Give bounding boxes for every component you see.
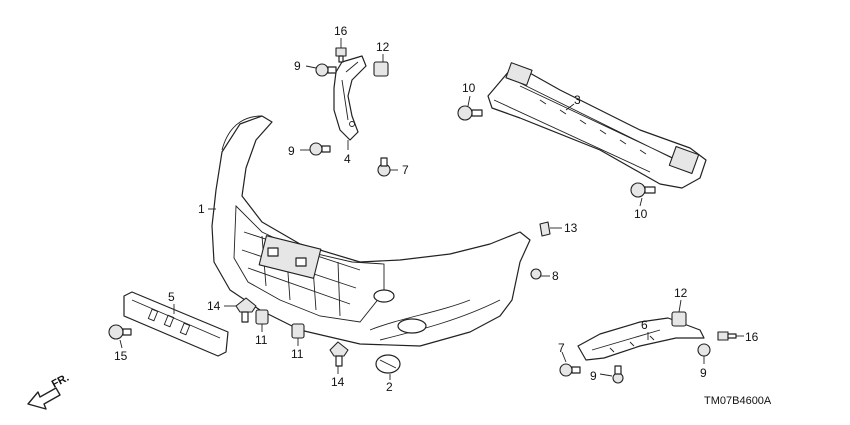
- front-bumper-face: [211, 115, 531, 347]
- callout-14: 14: [331, 375, 345, 389]
- callout-7: 9: [590, 369, 597, 383]
- clip-12-bottom: [671, 311, 687, 327]
- bolt-9-top: [315, 63, 337, 77]
- clip-13: [539, 221, 551, 237]
- clip-12-top: [373, 61, 389, 77]
- diagram-code: TM07B4600A: [704, 395, 772, 407]
- tow-hook-cover: [375, 354, 401, 374]
- callout-12: 12: [674, 286, 688, 300]
- bolt-9-right: [697, 343, 711, 357]
- bolt-9-mid: [309, 142, 331, 156]
- leader-lines: [119, 38, 744, 380]
- callout-2: 2: [386, 380, 393, 394]
- callout-12: 12: [376, 40, 390, 54]
- callout-numbers: 16 12 9 9 4 7 10 3 10 1 13 8 5 14 11 11 …: [114, 24, 759, 394]
- bolt-10-top: [457, 105, 483, 121]
- callout-16: 16: [745, 330, 759, 344]
- callout-3: 3: [574, 93, 581, 107]
- callout-9: 7: [558, 341, 565, 355]
- fasteners: [108, 47, 737, 384]
- callout-7: 7: [402, 163, 409, 177]
- clip-14-bottom: [329, 341, 349, 367]
- nut-11-right: [291, 323, 305, 339]
- clip-14-left: [235, 297, 257, 323]
- callout-13: 13: [564, 221, 578, 235]
- clip-8: [530, 268, 542, 280]
- callout-10: 10: [462, 81, 476, 95]
- bumper-beam: [487, 62, 707, 189]
- upper-bracket-left: [333, 55, 367, 141]
- screw-7-top: [377, 157, 391, 177]
- bolt-9-bottom: [559, 363, 581, 377]
- callout-15: 15: [114, 349, 128, 363]
- callout-11: 11: [291, 347, 304, 361]
- callout-9: 9: [294, 59, 301, 73]
- front-direction-indicator: FR.: [27, 372, 71, 410]
- callout-9: 9: [700, 366, 707, 380]
- bolt-10-bottom: [630, 182, 656, 198]
- bolt-15: [108, 324, 132, 340]
- callout-8: 8: [552, 269, 559, 283]
- screw-7-bottom: [612, 365, 624, 384]
- license-plate-bracket: [123, 291, 229, 357]
- callout-11: 11: [255, 333, 268, 347]
- callout-14: 14: [207, 299, 221, 313]
- front-arrow-icon: [27, 387, 61, 410]
- nut-11-left: [255, 309, 269, 325]
- callout-6: 6: [641, 318, 648, 332]
- callout-1: 1: [198, 202, 205, 216]
- front-label: FR.: [50, 372, 71, 391]
- bolt-16-right: [717, 331, 737, 341]
- callout-5: 5: [168, 290, 175, 304]
- lower-bracket-right: [577, 317, 705, 361]
- callout-4: 4: [344, 152, 351, 166]
- callout-16: 16: [334, 24, 348, 38]
- callout-10: 10: [634, 207, 648, 221]
- bolt-16-top: [335, 47, 347, 63]
- callout-9: 9: [288, 144, 295, 158]
